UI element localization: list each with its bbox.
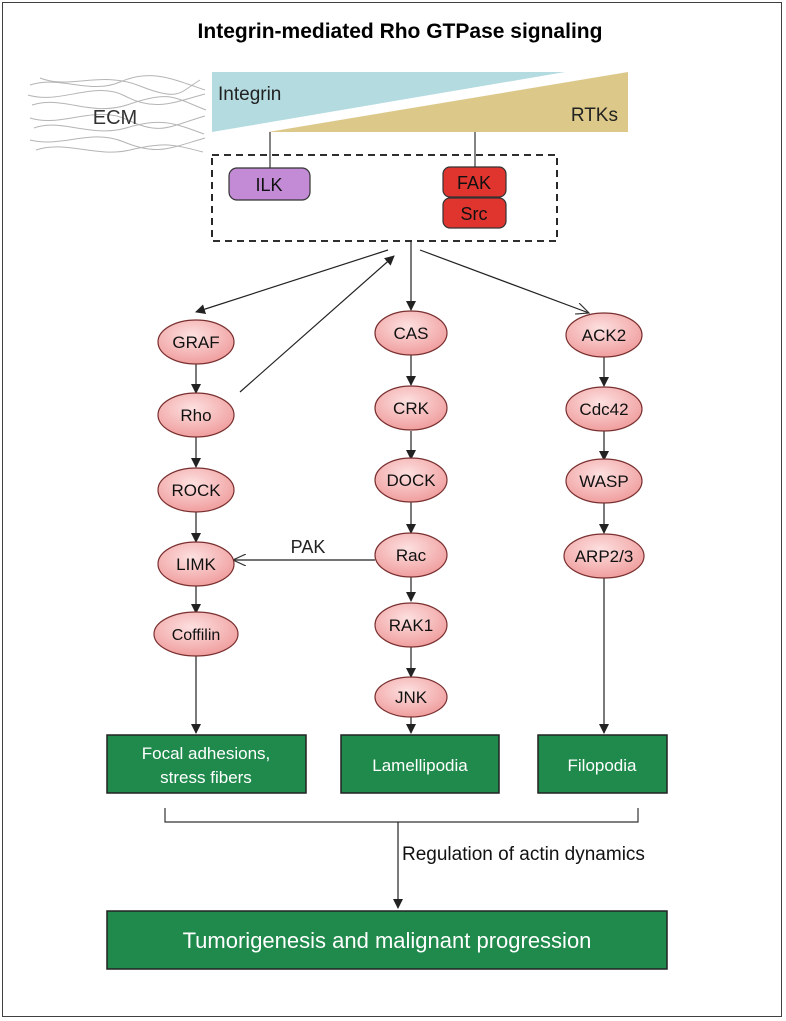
node-limk: LIMK	[157, 541, 235, 587]
node-cdc42: Cdc42	[565, 386, 643, 432]
svg-text:RAK1: RAK1	[389, 616, 433, 635]
receptor-complex-box	[211, 154, 558, 242]
src-node: Src	[442, 197, 507, 229]
svg-text:GRAF: GRAF	[172, 333, 219, 352]
svg-text:Cdc42: Cdc42	[579, 400, 628, 419]
svg-text:Tumorigenesis and malignant pr: Tumorigenesis and malignant progression	[183, 928, 592, 953]
rtks-label: RTKs	[571, 105, 618, 126]
svg-text:ARP2/3: ARP2/3	[575, 547, 634, 566]
regulation-label: Regulation of actin dynamics	[402, 844, 645, 865]
node-rac: Rac	[374, 532, 448, 578]
svg-text:CRK: CRK	[393, 399, 430, 418]
rtk-wedge	[268, 72, 628, 132]
svg-text:JNK: JNK	[395, 688, 428, 707]
node-coffilin: Coffilin	[153, 611, 239, 657]
svg-text:DOCK: DOCK	[386, 471, 436, 490]
svg-text:ROCK: ROCK	[171, 481, 221, 500]
outcome-focal-adhesions: Focal adhesions, stress fibers	[106, 734, 307, 794]
middle-column: CAS CRK DOCK Rac RAK1 JNK	[374, 310, 448, 718]
svg-text:LIMK: LIMK	[176, 555, 216, 574]
ecm-label: ECM	[93, 107, 137, 129]
node-ack2: ACK2	[565, 312, 643, 358]
svg-text:ACK2: ACK2	[582, 326, 626, 345]
pak-label: PAK	[291, 537, 326, 557]
svg-text:CAS: CAS	[394, 324, 429, 343]
svg-text:Focal adhesions,: Focal adhesions,	[142, 744, 271, 763]
node-crk: CRK	[374, 385, 448, 431]
left-column: GRAF Rho ROCK LIMK Coffilin	[153, 319, 239, 657]
box-arrows	[195, 242, 589, 393]
svg-text:Lamellipodia: Lamellipodia	[372, 756, 468, 775]
ilk-node: ILK	[228, 167, 311, 201]
svg-text:stress fibers: stress fibers	[160, 768, 252, 787]
node-graf: GRAF	[157, 319, 235, 365]
outcomes-bracket	[164, 808, 639, 823]
node-wasp: WASP	[565, 458, 643, 504]
final-outcome: Tumorigenesis and malignant progression	[106, 910, 668, 970]
node-rho: Rho	[157, 392, 235, 438]
svg-text:Src: Src	[461, 204, 488, 224]
integrin-wedge	[212, 72, 565, 132]
diagram-title: Integrin-mediated Rho GTPase signaling	[198, 20, 603, 43]
outcome-lamellipodia: Lamellipodia	[340, 734, 500, 794]
svg-text:Rac: Rac	[396, 546, 427, 565]
svg-text:Rho: Rho	[180, 406, 211, 425]
node-arp23: ARP2/3	[563, 533, 645, 579]
svg-text:Filopodia: Filopodia	[568, 756, 638, 775]
outcome-filopodia: Filopodia	[537, 734, 668, 794]
right-column: ACK2 Cdc42 WASP ARP2/3	[563, 312, 645, 579]
svg-text:ILK: ILK	[255, 175, 282, 195]
node-rak1: RAK1	[374, 602, 448, 648]
node-cas: CAS	[374, 310, 448, 356]
node-rock: ROCK	[157, 467, 235, 513]
svg-text:FAK: FAK	[457, 173, 491, 193]
node-dock: DOCK	[374, 457, 448, 503]
ecm-fibers	[27, 75, 207, 153]
svg-text:Coffilin: Coffilin	[172, 627, 221, 644]
svg-text:WASP: WASP	[579, 472, 628, 491]
column-connectors	[191, 355, 609, 734]
integrin-label: Integrin	[218, 84, 281, 105]
node-jnk: JNK	[374, 676, 448, 718]
fak-node: FAK	[442, 166, 507, 198]
